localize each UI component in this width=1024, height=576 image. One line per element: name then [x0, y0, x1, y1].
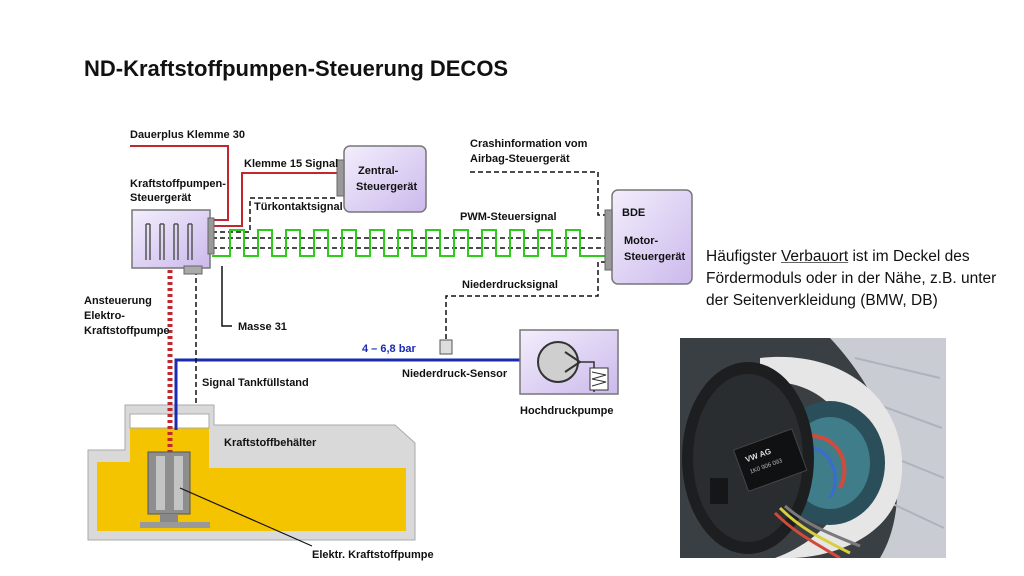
- label-zentral-2: Steuergerät: [356, 181, 417, 193]
- pump-pointer: [179, 487, 313, 547]
- label-zentral-1: Zentral-: [358, 165, 399, 177]
- label-crash-2: Airbag-Steuergerät: [470, 153, 570, 165]
- label-pwm: PWM-Steuersignal: [460, 211, 557, 223]
- pwm-signal: [212, 229, 606, 257]
- central-ecu: [336, 145, 427, 213]
- label-tuerkontakt: Türkontaktsignal: [254, 201, 343, 213]
- label-pressure: 4 – 6,8 bar: [362, 343, 417, 355]
- label-ansteuerung-1: Ansteuerung: [84, 295, 152, 307]
- crash-line: [470, 171, 606, 216]
- engine-ecu: [604, 189, 693, 285]
- label-hochdruckpumpe: Hochdruckpumpe: [520, 405, 614, 417]
- installation-note: Häufigster Verbauort ist im Deckel des F…: [706, 246, 1006, 312]
- label-tankfuellstand: Signal Tankfüllstand: [202, 377, 309, 389]
- label-niederdrucksignal: Niederdrucksignal: [462, 279, 558, 291]
- label-ansteuerung-3: Kraftstoffpumpe: [84, 325, 170, 337]
- label-ksg-1: Kraftstoffpumpen-: [130, 178, 226, 190]
- label-masse: Masse 31: [238, 321, 287, 333]
- label-dauerplus: Dauerplus Klemme 30: [130, 129, 245, 141]
- masse-line: [221, 266, 232, 327]
- note-underlined: Verbauort: [780, 248, 849, 265]
- fuel-module-photo: VW AG 1K0 906 093: [680, 338, 946, 558]
- high-pressure-pump: [519, 329, 619, 395]
- note-part1: Häufigster: [706, 248, 781, 265]
- label-nd-sensor: Niederdruck-Sensor: [402, 368, 508, 380]
- dauerplus-line: [130, 145, 229, 221]
- label-crash-1: Crashinformation vom: [470, 138, 588, 150]
- label-bde: BDE: [622, 207, 645, 219]
- klemme15-line: [212, 172, 338, 227]
- photo-illustration: VW AG 1K0 906 093: [680, 338, 946, 558]
- niederdruck-signal-line: [445, 261, 606, 342]
- pressure-line: [174, 358, 520, 430]
- label-elektr-pumpe: Elektr. Kraftstoffpumpe: [312, 549, 434, 561]
- label-ansteuerung-2: Elektro-: [84, 310, 125, 322]
- page-title: ND-Kraftstoffpumpen-Steuerung DECOS: [84, 56, 509, 81]
- label-ksg-2: Steuergerät: [130, 192, 191, 204]
- label-motor-2: Steuergerät: [624, 251, 685, 263]
- label-motor-1: Motor-: [624, 235, 659, 247]
- fuel-pump-ecu: [131, 209, 215, 275]
- label-behaelter: Kraftstoffbehälter: [224, 437, 317, 449]
- note-part2: ist im Deckel des Fördermoduls oder in d…: [706, 248, 997, 309]
- niederdruck-sensor: [439, 339, 453, 355]
- label-klemme15: Klemme 15 Signal: [244, 158, 338, 170]
